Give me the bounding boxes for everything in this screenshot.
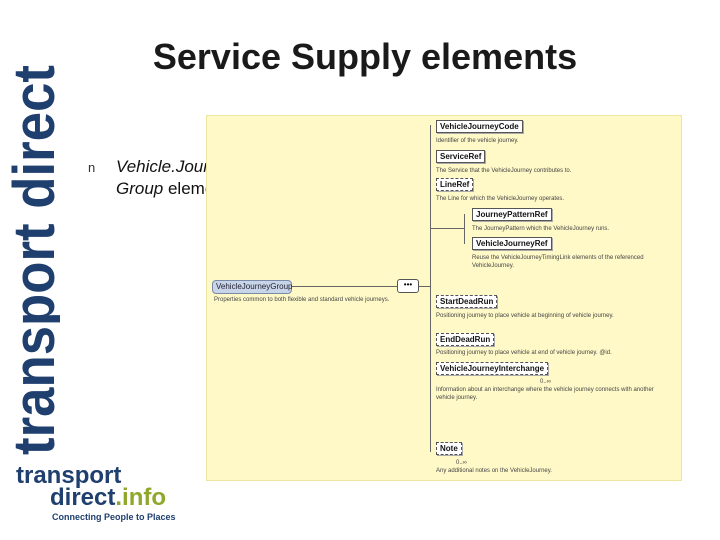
connector: [430, 228, 464, 229]
connector: [430, 125, 431, 452]
bullet-marker: n: [88, 160, 96, 175]
connector: [464, 214, 465, 244]
logo-line1: transport: [16, 462, 122, 489]
element-desc: The Service that the VehicleJourney cont…: [436, 168, 572, 174]
element-desc: Reuse the VehicleJourneyTimingLink eleme…: [472, 255, 644, 269]
group-description: Properties common to both flexible and s…: [214, 297, 390, 303]
connector: [286, 286, 397, 287]
element-line-ref: LineRef: [436, 178, 474, 191]
logo-line2: direct.info: [50, 484, 166, 512]
element-vehicle-journey-interchange: VehicleJourneyInterchange: [436, 362, 549, 375]
element-desc: Positioning journey to place vehicle at …: [436, 350, 612, 356]
element-note: Note: [436, 442, 462, 455]
vehicle-journey-group-node: VehicleJourneyGroup: [212, 280, 293, 294]
sequence-icon: •••: [397, 279, 419, 293]
vertical-brand-text: transport direct: [6, 65, 60, 455]
logo-tagline: Connecting People to Places: [52, 512, 176, 522]
multiplicity-label: 0..∞: [456, 460, 467, 466]
logo-line2-suffix: .info: [115, 484, 167, 511]
element-service-ref: ServiceRef: [436, 150, 486, 163]
logo-line2-main: direct: [50, 484, 116, 511]
slide-title: Service Supply elements: [152, 36, 578, 77]
element-start-dead-run: StartDeadRun: [436, 295, 498, 308]
element-desc: Information about an interchange where t…: [436, 387, 654, 401]
element-journey-pattern-ref: JourneyPatternRef: [472, 208, 552, 221]
element-vehicle-journey-ref: VehicleJourneyRef: [472, 237, 552, 250]
transport-direct-logo: transport direct.info Connecting People …: [16, 462, 176, 532]
element-end-dead-run: EndDeadRun: [436, 333, 495, 346]
connector: [417, 286, 430, 287]
element-desc: The JourneyPattern which the VehicleJour…: [472, 226, 610, 232]
element-desc: Identifier of the vehicle journey.: [436, 138, 519, 144]
element-desc: Positioning journey to place vehicle at …: [436, 313, 614, 319]
multiplicity-label: 0..∞: [540, 379, 551, 385]
vertical-brand-label: transport direct: [6, 65, 60, 455]
element-desc: Any additional notes on the VehicleJourn…: [436, 468, 552, 474]
element-desc: The Line for which the VehicleJourney op…: [436, 196, 565, 202]
element-vehicle-journey-code: VehicleJourneyCode: [436, 120, 523, 133]
